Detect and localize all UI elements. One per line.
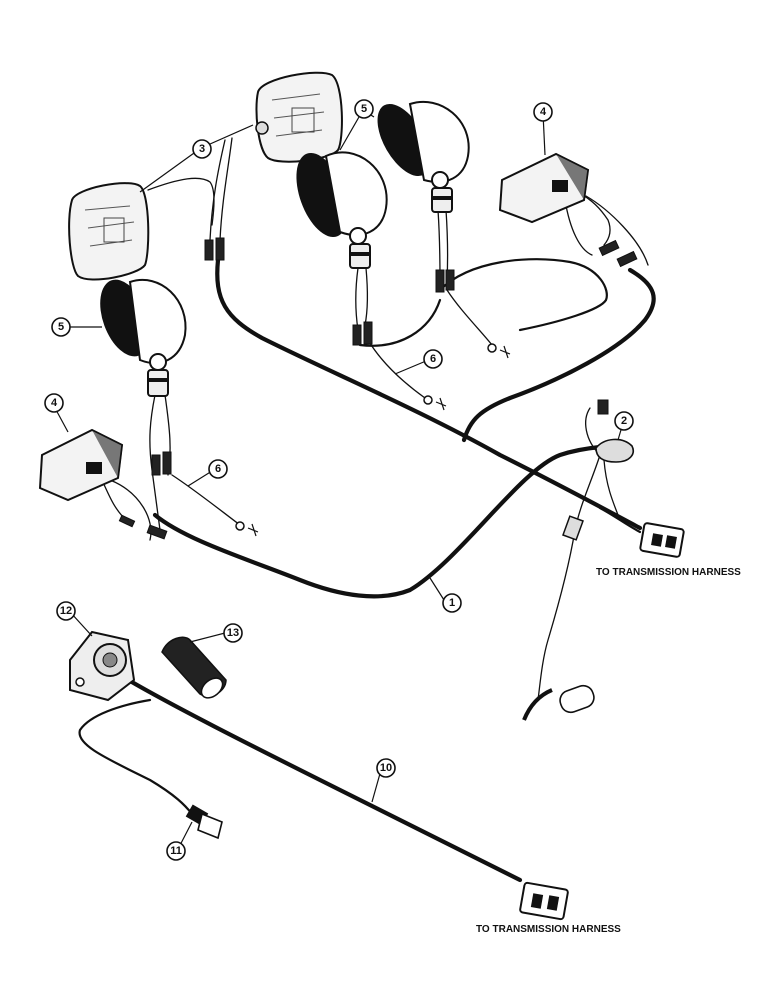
pressure-switch: [185, 804, 223, 840]
callout-6-left-label: 6: [215, 463, 221, 475]
callout-6-right: 6: [423, 349, 443, 369]
callout-10-label: 10: [380, 762, 392, 774]
flood-light-left: [68, 182, 150, 281]
rubber-boot: [161, 636, 227, 699]
flood-light-right: [255, 71, 343, 163]
callout-3-label: 3: [199, 143, 205, 155]
ground-symbols: [247, 345, 511, 537]
wire-connectors: [118, 237, 638, 540]
callout-13: 13: [223, 623, 243, 643]
callout-12-label: 12: [60, 605, 72, 617]
callout-4-right: 4: [533, 102, 553, 122]
callout-1: 1: [442, 593, 462, 613]
callout-5-top-label: 5: [361, 103, 367, 115]
callout-4-right-label: 4: [540, 106, 547, 118]
work-lamp-middle: [296, 151, 388, 269]
callout-11: 11: [166, 841, 186, 861]
leader-lines: [54, 109, 624, 852]
callout-13-label: 13: [227, 627, 239, 639]
callout-1-label: 1: [449, 597, 455, 609]
branch-wires: [101, 137, 649, 701]
callout-5-left-label: 5: [58, 321, 64, 333]
callout-4-left-label: 4: [51, 397, 58, 409]
main-harness: [152, 257, 656, 599]
transmission-plug-lower: [519, 881, 569, 921]
callout-3: 3: [192, 139, 212, 159]
callout-4-left: 4: [44, 393, 64, 413]
callout-11-label: 11: [170, 845, 182, 857]
tail-lamp-right: [498, 152, 590, 224]
callout-6-right-label: 6: [430, 353, 436, 365]
callout-5-left: 5: [51, 317, 71, 337]
callout-12: 12: [56, 601, 76, 621]
transmission-plug-upper: [598, 506, 685, 558]
callout-5-top: 5: [354, 99, 374, 119]
sensor-bracket: [522, 438, 634, 721]
callout-6-left: 6: [208, 459, 228, 479]
harness-label-lower: TO TRANSMISSION HARNESS: [476, 924, 621, 935]
work-lamp-left: [100, 279, 187, 397]
work-lamp-right: [377, 100, 470, 213]
callout-10: 10: [376, 758, 396, 778]
trailer-socket: [69, 630, 136, 702]
harness-label-upper: TO TRANSMISSION HARNESS: [596, 567, 741, 578]
switch-harness: [78, 669, 523, 883]
callout-2: 2: [614, 411, 634, 431]
tail-lamp-left: [38, 428, 124, 502]
callout-2-label: 2: [621, 415, 627, 427]
